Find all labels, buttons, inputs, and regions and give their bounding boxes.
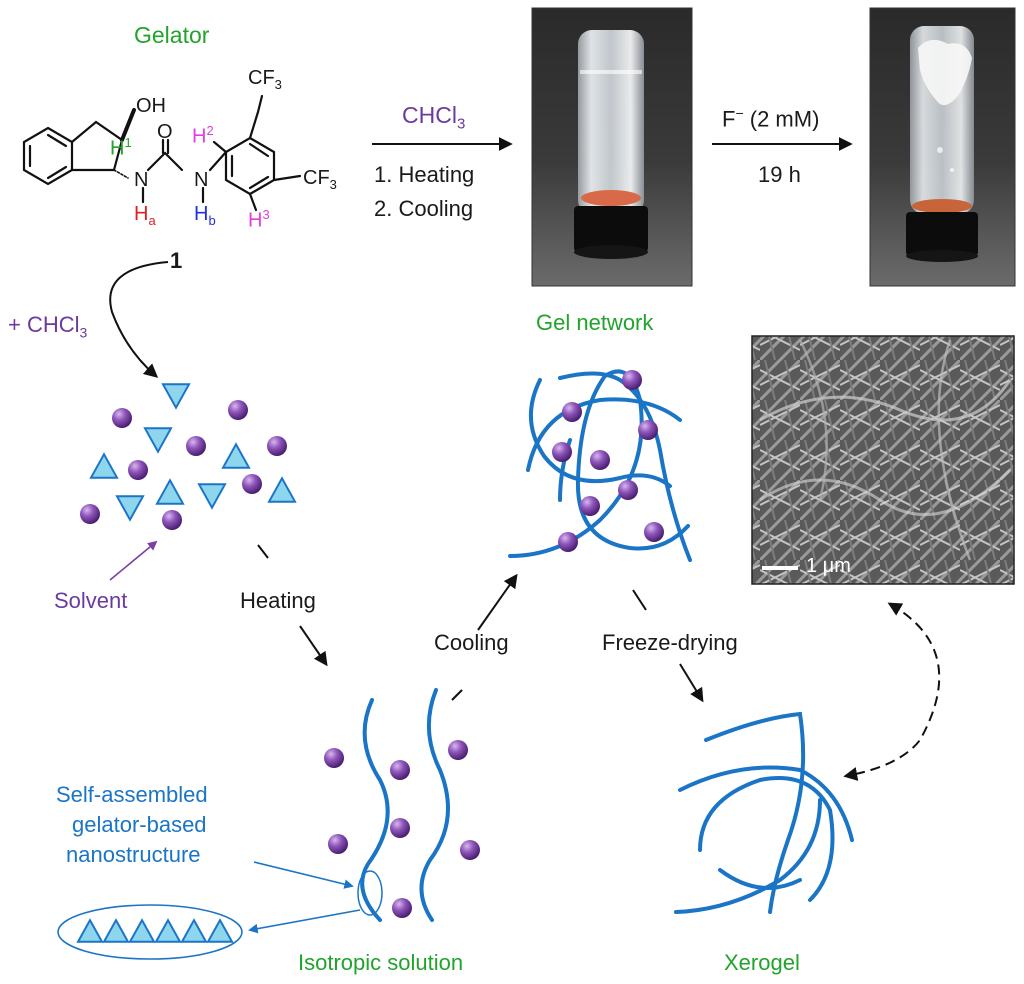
atom-cf3-top: CF3 <box>248 67 282 92</box>
nanostructure-triangle <box>206 918 234 943</box>
atom-h2: H2 <box>192 123 214 148</box>
solvent-pointer <box>109 540 158 581</box>
label-self-assembled-1: Self-assembled <box>56 782 208 807</box>
atom-ha: Ha <box>134 203 156 228</box>
label-gel-network: Gel network <box>536 310 654 335</box>
isotropic-fibers <box>360 688 450 922</box>
process-arrows <box>257 544 941 781</box>
mixture-triangle <box>143 427 173 454</box>
mixture-triangle <box>161 383 191 410</box>
gelator-triangles <box>89 383 297 522</box>
label-self-assembled-2: gelator-based <box>72 812 207 837</box>
mixture-sphere <box>186 436 206 456</box>
isotropic-sphere <box>392 898 412 918</box>
gel-sphere <box>558 532 578 552</box>
nanostructure-pointer-2 <box>248 909 361 934</box>
reaction2-reagent: F− (2 mM) <box>722 105 820 132</box>
isotropic-sphere <box>460 840 480 860</box>
gel-sphere <box>638 420 658 440</box>
arrow-heating <box>299 625 328 667</box>
nanostructure-pointer-1 <box>253 861 354 889</box>
nanostructure-triangles <box>76 918 234 943</box>
mixture-sphere <box>80 504 100 524</box>
gel-sphere <box>552 442 572 462</box>
label-solvent: Solvent <box>54 588 128 613</box>
mixture-sphere <box>242 474 262 494</box>
label-self-assembled-3: nanostructure <box>66 842 201 867</box>
mixture-triangle <box>115 495 145 522</box>
nanostructure-highlight <box>357 870 383 916</box>
arrow-add-solvent <box>109 261 169 378</box>
isotropic-sphere <box>448 740 468 760</box>
nanostructure-oval <box>57 904 243 960</box>
solvent-spheres <box>80 370 664 918</box>
isotropic-sphere <box>324 748 344 768</box>
nanostructure-triangle <box>128 918 156 943</box>
gel-network-fibers <box>508 369 692 562</box>
gel-sphere <box>590 450 610 470</box>
isotropic-sphere <box>390 818 410 838</box>
gel-sphere <box>622 370 642 390</box>
mixture-sphere <box>128 460 148 480</box>
atom-cf3-right: CF3 <box>303 167 337 192</box>
label-heating: Heating <box>240 588 316 613</box>
atom-hb: Hb <box>194 203 216 228</box>
mixture-sphere <box>228 400 248 420</box>
mixture-sphere <box>267 436 287 456</box>
vial-photo-gel <box>531 7 693 287</box>
gel-sphere <box>618 480 638 500</box>
atom-h1: H1 <box>110 135 132 160</box>
dashed-correlation-arrow <box>843 602 941 781</box>
label-scale-bar: 1 μm <box>806 555 851 577</box>
reaction1-solvent: CHCl3 <box>402 102 466 133</box>
arrow-freeze-drying <box>679 663 704 703</box>
vial-photo-after-fluoride <box>869 7 1016 287</box>
reaction1-step1: 1. Heating <box>374 162 475 187</box>
nanostructure-triangle <box>154 918 182 943</box>
mixture-sphere <box>112 408 132 428</box>
label-cooling: Cooling <box>434 630 509 655</box>
nanostructure-triangle <box>180 918 208 943</box>
atom-h3: H3 <box>248 207 270 232</box>
arrow-freeze-tail <box>632 589 647 611</box>
label-xerogel: Xerogel <box>724 950 800 975</box>
label-freeze-drying: Freeze-drying <box>602 630 738 655</box>
nanostructure-triangle <box>102 918 130 943</box>
gel-sphere <box>644 522 664 542</box>
compound-number: 1 <box>170 248 183 273</box>
reaction2-time: 19 h <box>758 162 801 187</box>
xerogel-fibers <box>674 711 854 914</box>
atom-n1: N <box>134 169 149 191</box>
arrow-heating-tail <box>257 544 269 559</box>
label-isotropic-solution: Isotropic solution <box>298 950 464 975</box>
atom-n2: N <box>194 169 209 191</box>
mixture-triangle <box>267 476 297 503</box>
atom-oh: OH <box>136 95 166 117</box>
mixture-triangle <box>155 478 185 505</box>
sem-image <box>751 335 1015 585</box>
arrow-cooling-tail <box>451 689 463 701</box>
mixture-sphere <box>162 510 182 530</box>
arrow-cooling <box>477 573 518 631</box>
mixture-triangle <box>221 442 251 469</box>
atom-o: O <box>157 121 173 143</box>
gelator-molecule <box>22 94 302 212</box>
isotropic-sphere <box>390 760 410 780</box>
mixture-triangle <box>197 483 227 510</box>
gel-sphere <box>580 496 600 516</box>
isotropic-sphere <box>328 834 348 854</box>
gel-sphere <box>562 402 582 422</box>
reaction1-step2: 2. Cooling <box>374 196 474 221</box>
mixture-triangle <box>89 452 119 479</box>
label-plus-chcl3: + CHCl3 <box>8 312 88 341</box>
gelator-title: Gelator <box>134 22 210 48</box>
nanostructure-triangle <box>76 918 104 943</box>
